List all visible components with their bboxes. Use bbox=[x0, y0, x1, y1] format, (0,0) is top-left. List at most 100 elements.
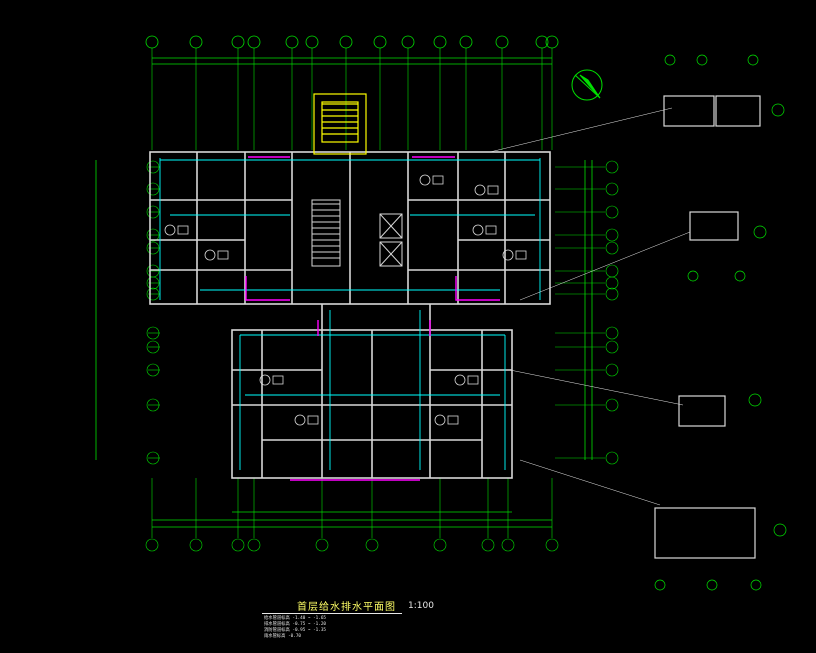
axis-bubble bbox=[753, 225, 767, 239]
detail-axes bbox=[654, 54, 787, 591]
fixture-symbol bbox=[515, 250, 527, 260]
top-axis bbox=[145, 35, 559, 49]
drawing-notes: 给水管道标高 -1.40 ~ -1.65 排水管道标高 -0.75 ~ -1.2… bbox=[264, 616, 326, 640]
note-line: 排水管道标高 -0.75 ~ -1.20 bbox=[264, 622, 326, 627]
axis-bubble bbox=[231, 538, 245, 552]
axis-bubble bbox=[146, 160, 160, 174]
fixture-symbol bbox=[474, 184, 486, 196]
water-pipes bbox=[159, 158, 541, 470]
axis-bubble bbox=[696, 54, 708, 66]
vertical-grid-lines bbox=[145, 48, 559, 552]
axis-bubble bbox=[605, 160, 619, 174]
stair-core bbox=[311, 199, 403, 267]
axis-bubble bbox=[605, 228, 619, 242]
axis-bubble bbox=[605, 363, 619, 377]
note-line: 给水管道标高 -1.40 ~ -1.65 bbox=[264, 616, 326, 621]
fixture-symbol bbox=[447, 415, 459, 425]
axis-bubble bbox=[664, 54, 676, 66]
axis-bubble bbox=[285, 35, 299, 49]
axis-bubble bbox=[706, 579, 718, 591]
fixture-symbol bbox=[204, 249, 216, 261]
axis-bubble bbox=[247, 538, 261, 552]
horizontal-grid-lines bbox=[146, 160, 619, 465]
fixture-symbol bbox=[467, 375, 479, 385]
axis-bubble bbox=[146, 228, 160, 242]
axis-bubble bbox=[747, 54, 759, 66]
fixture-symbol bbox=[472, 224, 484, 236]
axis-bubble bbox=[501, 538, 515, 552]
axis-bubble bbox=[687, 270, 699, 282]
axis-bubble bbox=[481, 538, 495, 552]
north-arrow-icon bbox=[571, 69, 603, 101]
axis-bubble bbox=[146, 276, 160, 290]
axis-bubble bbox=[145, 538, 159, 552]
axis-bubble bbox=[189, 35, 203, 49]
axis-bubble bbox=[315, 538, 329, 552]
fixture-symbol bbox=[164, 224, 176, 236]
axis-bubble bbox=[146, 287, 160, 301]
axis-bubble bbox=[771, 103, 785, 117]
axis-bubble bbox=[773, 523, 787, 537]
drain-pipes bbox=[245, 156, 500, 481]
axis-bubble bbox=[373, 35, 387, 49]
axis-bubble bbox=[605, 182, 619, 196]
axis-bubble bbox=[605, 205, 619, 219]
axis-bubble bbox=[654, 579, 666, 591]
axis-bubble bbox=[748, 393, 762, 407]
fixture-symbol bbox=[217, 250, 229, 260]
axis-bubble bbox=[750, 579, 762, 591]
drawing-title: 首层给水排水平面图 bbox=[297, 602, 396, 613]
title-underline bbox=[262, 613, 402, 614]
axis-bubble bbox=[305, 35, 319, 49]
axis-bubble bbox=[146, 241, 160, 255]
upper-block-walls bbox=[149, 151, 551, 305]
fixture-symbol bbox=[432, 175, 444, 185]
axis-bubble bbox=[433, 538, 447, 552]
detail-boxes bbox=[654, 95, 761, 559]
axis-bubble bbox=[605, 241, 619, 255]
fixture-symbol bbox=[177, 225, 189, 235]
fixture-symbol bbox=[419, 174, 431, 186]
dimension-lines bbox=[95, 57, 593, 528]
axis-bubble bbox=[734, 270, 746, 282]
axis-bubble bbox=[433, 35, 447, 49]
axis-bubble bbox=[605, 276, 619, 290]
axis-bubble bbox=[146, 451, 160, 465]
axis-bubble bbox=[146, 326, 160, 340]
fixture-symbol bbox=[259, 374, 271, 386]
axis-bubble bbox=[605, 451, 619, 465]
fixture-symbol bbox=[487, 185, 499, 195]
lower-block-walls bbox=[231, 304, 513, 479]
axis-bubble bbox=[605, 326, 619, 340]
note-line: 消防管道标高 -0.95 ~ -1.35 bbox=[264, 628, 326, 633]
axis-bubble bbox=[145, 35, 159, 49]
axis-bubble bbox=[146, 340, 160, 354]
axis-bubble bbox=[495, 35, 509, 49]
callout-lines bbox=[489, 107, 691, 506]
axis-bubble bbox=[247, 35, 261, 49]
plumbing-fixtures bbox=[164, 174, 527, 426]
fixture-symbol bbox=[502, 249, 514, 261]
fixture-symbol bbox=[294, 414, 306, 426]
axis-bubble bbox=[365, 538, 379, 552]
axis-bubble bbox=[146, 398, 160, 412]
fixture-symbol bbox=[454, 374, 466, 386]
axis-bubble bbox=[605, 398, 619, 412]
axis-bubble bbox=[189, 538, 203, 552]
axis-bubble bbox=[339, 35, 353, 49]
axis-bubble bbox=[605, 340, 619, 354]
fixture-symbol bbox=[272, 375, 284, 385]
axis-bubble bbox=[605, 264, 619, 278]
fixture-symbol bbox=[307, 415, 319, 425]
axis-bubble bbox=[545, 538, 559, 552]
staircase bbox=[313, 93, 367, 155]
fixture-symbol bbox=[434, 414, 446, 426]
axis-bubble bbox=[605, 287, 619, 301]
axis-bubble bbox=[401, 35, 415, 49]
axis-bubble bbox=[459, 35, 473, 49]
axis-bubble bbox=[146, 363, 160, 377]
note-line: 雨水管标高 -0.70 bbox=[264, 634, 302, 639]
axis-bubble bbox=[231, 35, 245, 49]
axis-bubble bbox=[146, 205, 160, 219]
